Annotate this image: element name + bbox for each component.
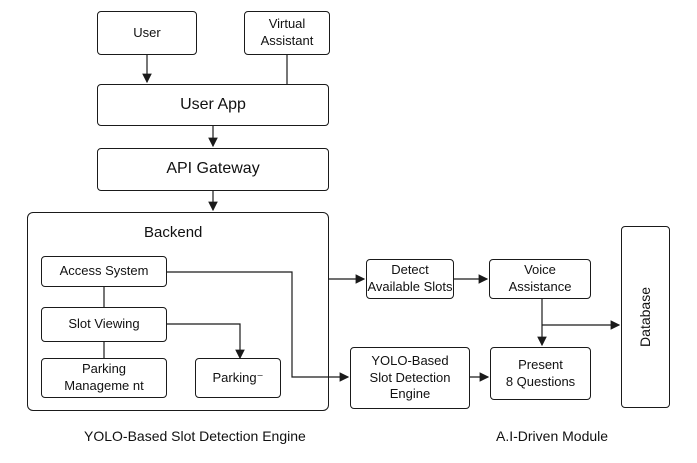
caption-right: A.I-Driven Module bbox=[496, 428, 609, 444]
parking-node: Parking⁻ bbox=[195, 358, 281, 398]
voice-assistance-node: Voice Assistance bbox=[489, 259, 591, 299]
user-node: User bbox=[97, 11, 197, 55]
database-node: Database bbox=[621, 226, 670, 408]
backend-title: Backend bbox=[144, 224, 203, 241]
parking-management-node: Parking Manageme nt bbox=[41, 358, 167, 398]
api-gateway-node: API Gateway bbox=[97, 148, 329, 191]
detect-available-slots-node: Detect Available Slots bbox=[366, 259, 454, 299]
yolo-engine-node: YOLO-Based Slot Detection Engine bbox=[350, 347, 470, 409]
virtual-assistant-node: Virtual Assistant bbox=[244, 11, 330, 55]
slot-viewing-node: Slot Viewing bbox=[41, 307, 167, 342]
access-system-node: Access System bbox=[41, 256, 167, 287]
database-label: Database bbox=[637, 287, 654, 347]
caption-left: YOLO-Based Slot Detection Engine bbox=[84, 428, 306, 444]
present-questions-node: Present 8 Questions bbox=[490, 347, 591, 400]
backend-container bbox=[27, 212, 329, 411]
user-app-node: User App bbox=[97, 84, 329, 126]
